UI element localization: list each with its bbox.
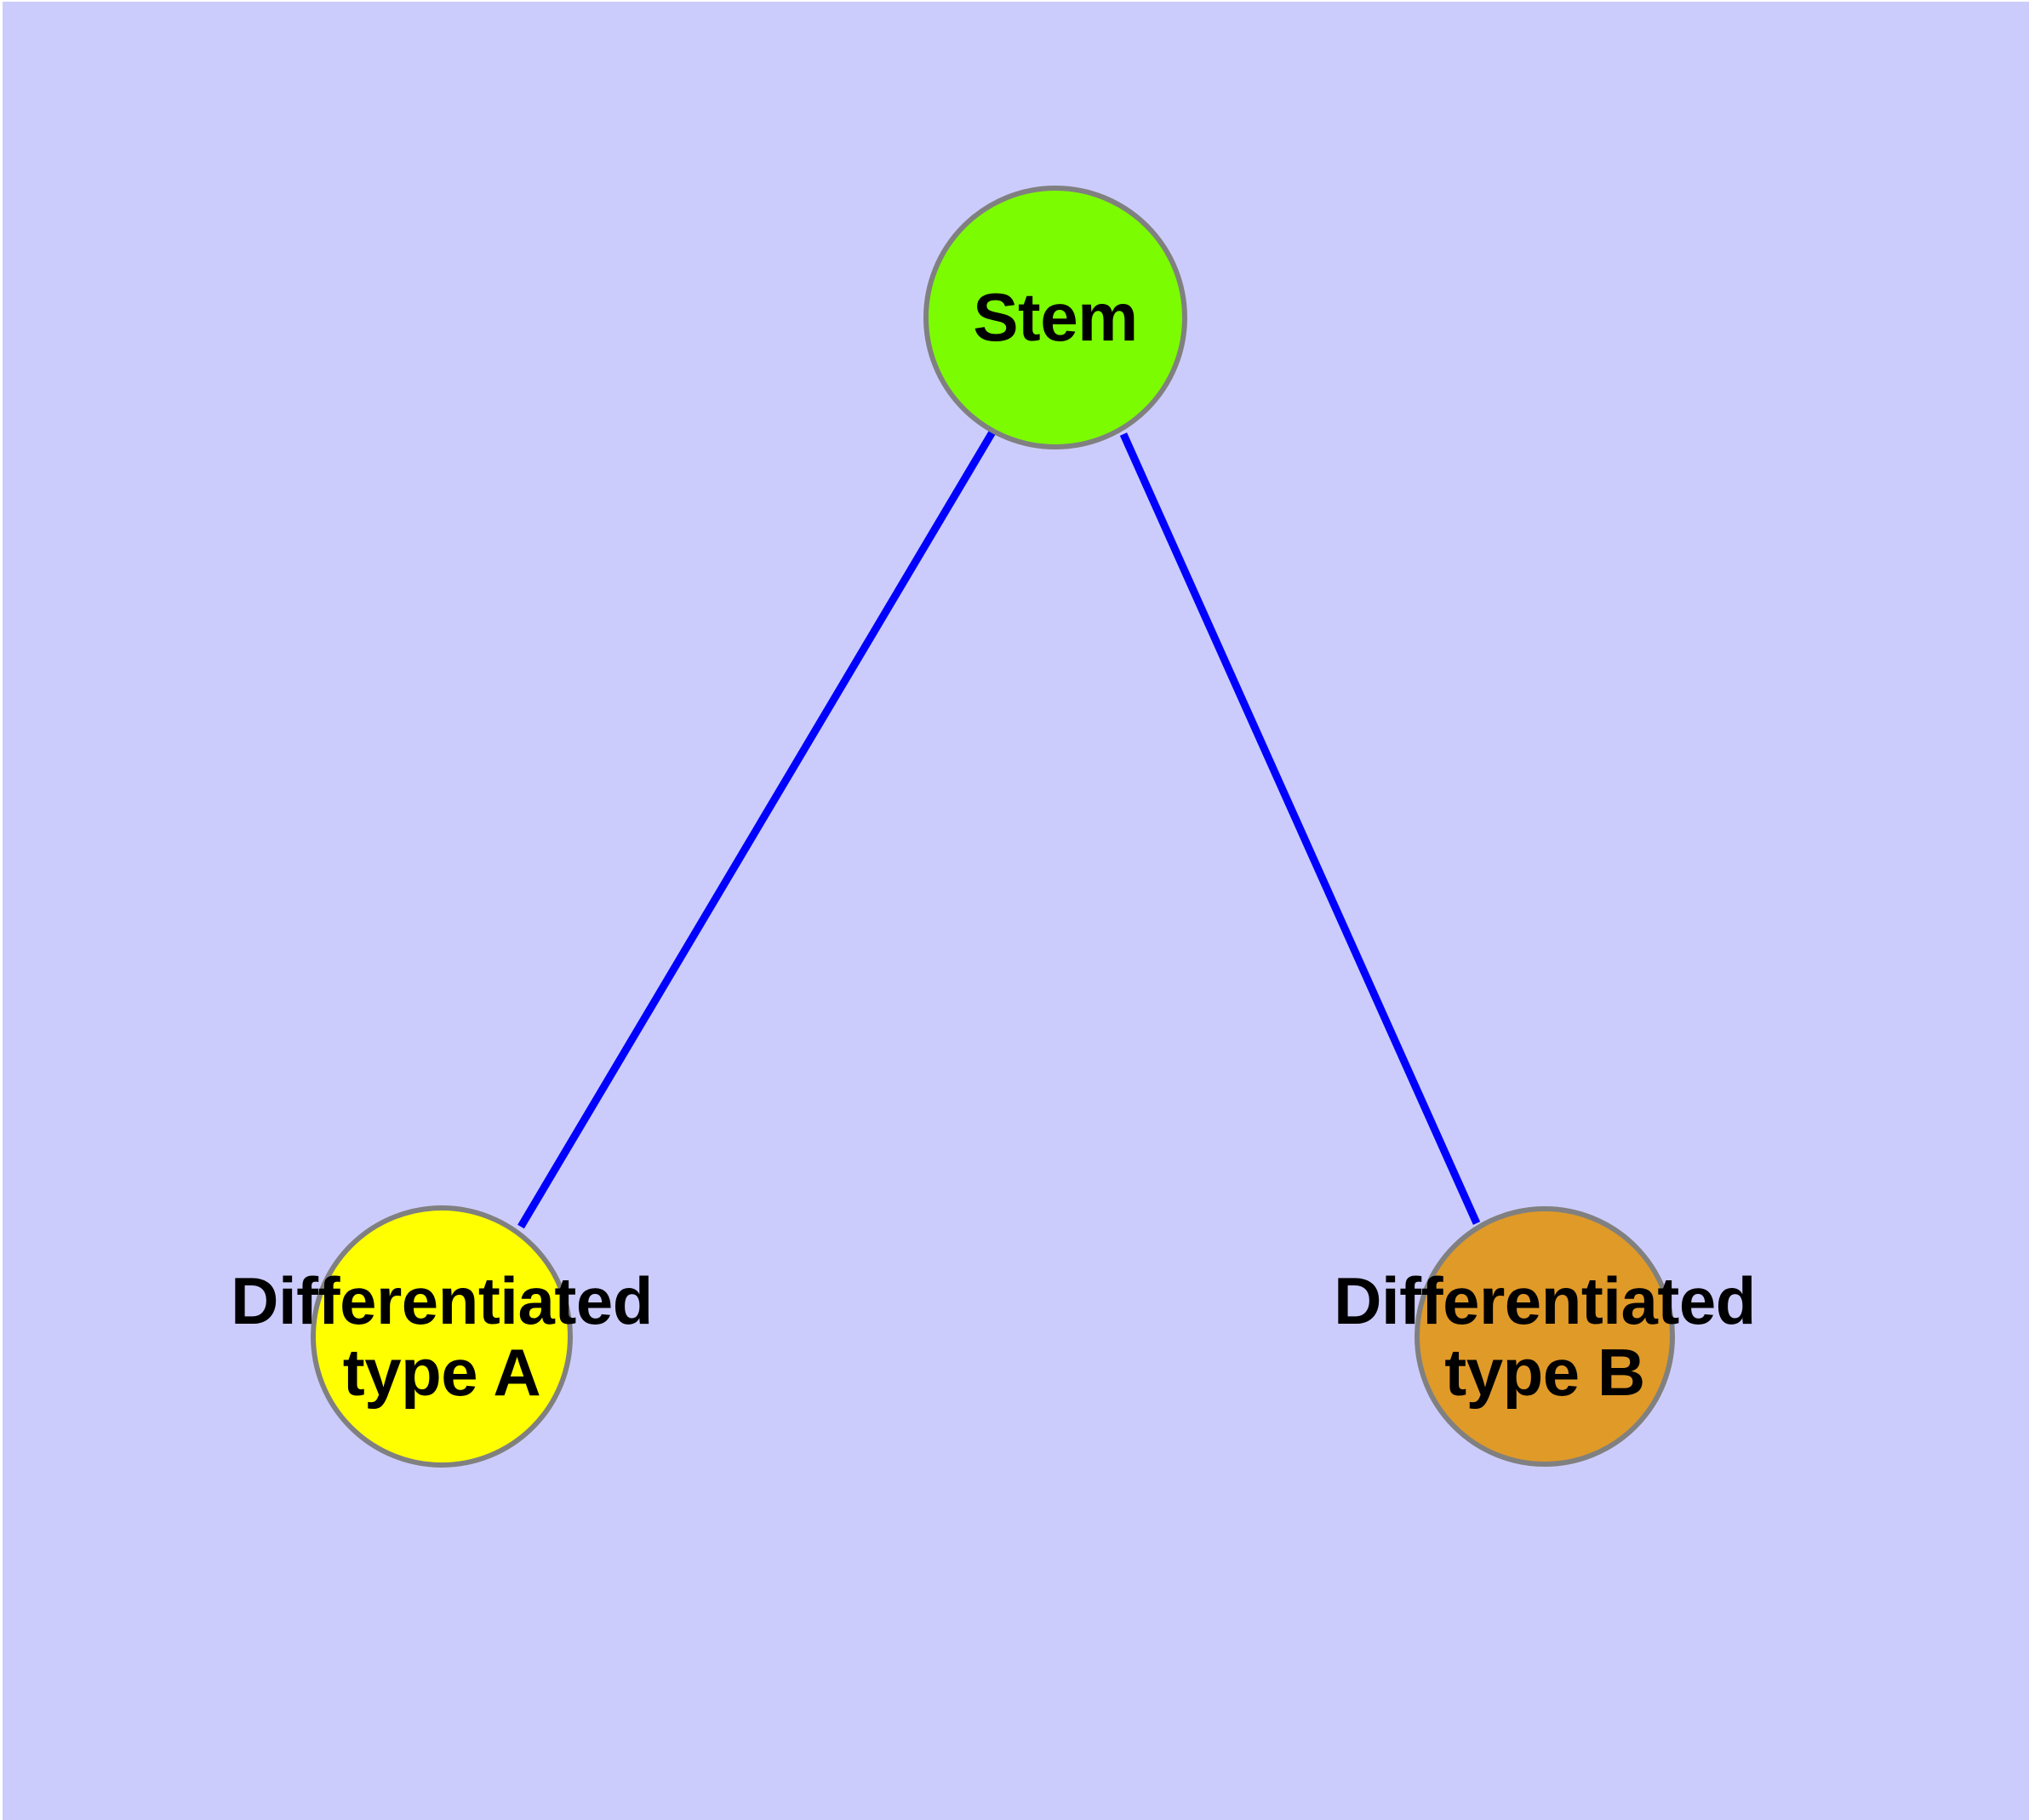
edge-stem-to-diff-a[interactable] [517, 428, 997, 1229]
node-diff-b-label-line-1: Differentiated [1334, 1262, 1756, 1338]
node-stem-label-wrap: Stem [672, 266, 1438, 369]
nodes-group [311, 186, 1675, 1468]
edges-group [517, 428, 1481, 1229]
node-diff-a-label-line-1: Differentiated [231, 1262, 653, 1338]
node-diff-a[interactable] [311, 1205, 573, 1468]
node-diff-b-label-line-2: type B [1444, 1335, 1645, 1410]
node-stem[interactable] [923, 186, 1187, 449]
node-diff-a-label-line-2: type A [342, 1335, 541, 1410]
edge-stem-to-diff-b[interactable] [1119, 432, 1481, 1225]
node-diff-b-label-wrap: Differentiated type B [1162, 1241, 1928, 1432]
node-diff-b[interactable] [1415, 1206, 1675, 1467]
node-stem-label: Stem [973, 278, 1138, 355]
node-diff-a-label-wrap: Differentiated type A [59, 1241, 825, 1432]
